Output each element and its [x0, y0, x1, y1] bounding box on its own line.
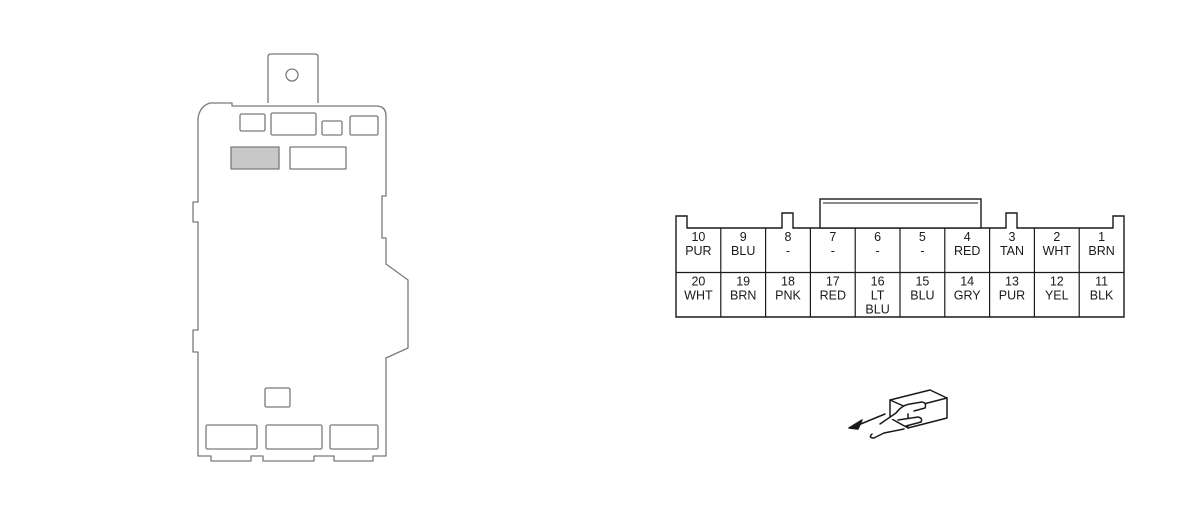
connector-housing	[675, 212, 1125, 318]
pin-wire-color: RED	[954, 244, 980, 258]
pin-6-label: 6-	[874, 230, 881, 258]
pin-wire-color: YEL	[1045, 289, 1069, 303]
pin-number: 20	[691, 275, 705, 289]
pin-number: 10	[691, 230, 705, 244]
mounting-hole	[285, 68, 299, 82]
pin-wire-color: -	[920, 244, 924, 258]
pin-number: 13	[1005, 275, 1019, 289]
mounting-tab	[267, 53, 319, 103]
pin-wire-color: BLK	[1090, 289, 1114, 303]
pin-number: 7	[829, 230, 836, 244]
pin-number: 18	[781, 275, 795, 289]
pin-wire-color: -	[831, 244, 835, 258]
module-slot-highlighted	[230, 146, 280, 170]
pin-wire-color: BLU	[910, 289, 934, 303]
module-slot	[270, 112, 317, 136]
pin-7-label: 7-	[829, 230, 836, 258]
pin-number: 19	[736, 275, 750, 289]
module-slot	[264, 387, 291, 408]
pin-wire-color: GRY	[954, 289, 982, 303]
pin-wire-color: BRN	[730, 289, 756, 303]
pin-wire-color: -	[876, 244, 880, 258]
pin-number: 17	[826, 275, 840, 289]
pin-number: 9	[740, 230, 747, 244]
pin-number: 11	[1095, 275, 1108, 289]
pin-number: 2	[1053, 230, 1060, 244]
pin-wire-color: BLU	[865, 303, 889, 317]
module-slot	[349, 115, 379, 136]
pin-wire-color: PUR	[999, 289, 1025, 303]
pin-wire-color: PUR	[685, 244, 711, 258]
pin-wire-color: WHT	[684, 289, 713, 303]
pin-5-label: 5-	[919, 230, 926, 258]
pin-number: 14	[960, 275, 974, 289]
pin-wire-color: TAN	[1000, 244, 1024, 258]
pin-number: 12	[1050, 275, 1064, 289]
pin-number: 5	[919, 230, 926, 244]
pin-number: 4	[964, 230, 971, 244]
control-module	[192, 53, 409, 462]
pin-wire-color: BLU	[731, 244, 755, 258]
pin-wire-color: LT	[871, 289, 885, 303]
pin-wire-color: -	[786, 244, 790, 258]
module-slot	[329, 424, 379, 450]
pin-wire-color: RED	[820, 289, 846, 303]
module-slot	[265, 424, 323, 450]
pin-wire-color: PNK	[775, 289, 801, 303]
hand-pointing-terminal-side-icon	[848, 389, 948, 439]
pin-wire-color: BRN	[1088, 244, 1114, 258]
pin-8-label: 8-	[785, 230, 792, 258]
module-slot	[289, 146, 347, 170]
pin-number: 6	[874, 230, 881, 244]
pin-number: 8	[785, 230, 792, 244]
module-slot	[239, 113, 266, 132]
module-slot	[321, 120, 343, 136]
pin-number: 16	[871, 275, 885, 289]
module-slot	[205, 424, 258, 450]
module-housing	[192, 102, 409, 462]
pin-number: 3	[1009, 230, 1016, 244]
pin-number: 1	[1098, 230, 1105, 244]
pin-number: 15	[915, 275, 929, 289]
pin-wire-color: WHT	[1043, 244, 1072, 258]
